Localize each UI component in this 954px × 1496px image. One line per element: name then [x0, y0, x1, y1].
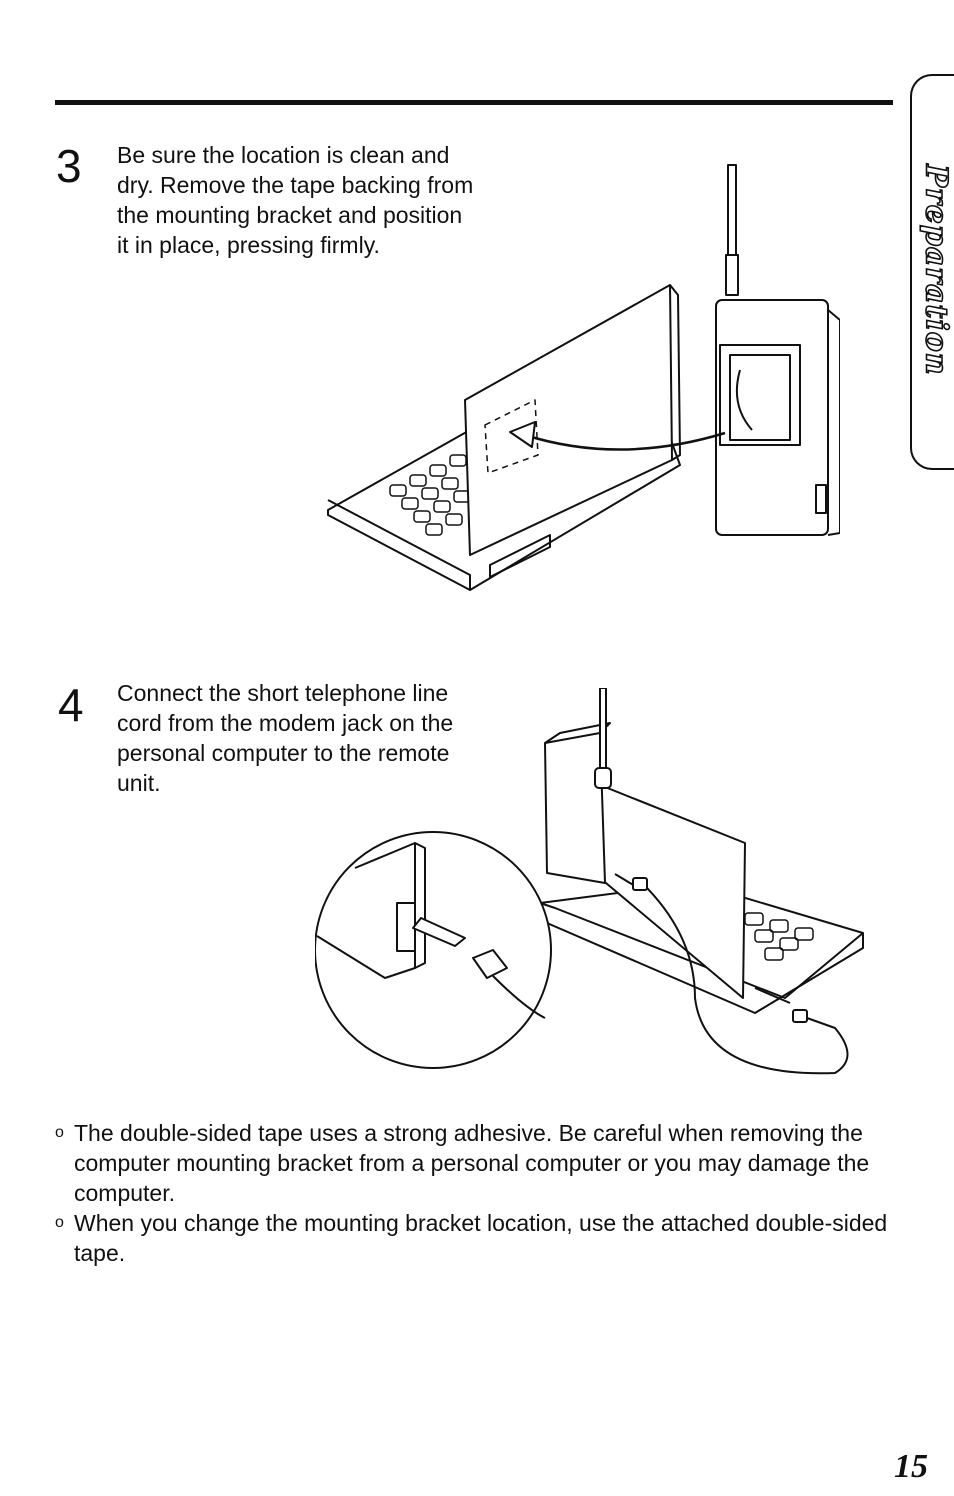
step-3-number: 3 [56, 140, 82, 192]
cord-connection-illustration [315, 688, 864, 1075]
page-number: 15 [894, 1448, 928, 1485]
step-4-number: 4 [58, 679, 84, 731]
section-tab [910, 74, 954, 470]
step-4-text: Connect the short telephone line cord fr… [117, 680, 454, 796]
note-text: When you change the mounting bracket loc… [74, 1210, 888, 1266]
bullet-icon: o [55, 1124, 64, 1141]
bullet-icon: o [55, 1214, 64, 1231]
header-rule [55, 100, 893, 105]
section-tab-label: Preparation [918, 164, 954, 377]
bracket-mounting-illustration [327, 164, 840, 591]
step-3-text: Be sure the location is clean and dry. R… [117, 142, 474, 258]
note-item: o The double-sided tape uses a strong ad… [52, 1118, 892, 1208]
note-item: o When you change the mounting bracket l… [52, 1208, 892, 1268]
note-text: The double-sided tape uses a strong adhe… [74, 1120, 870, 1206]
notes-list: o The double-sided tape uses a strong ad… [52, 1118, 892, 1268]
